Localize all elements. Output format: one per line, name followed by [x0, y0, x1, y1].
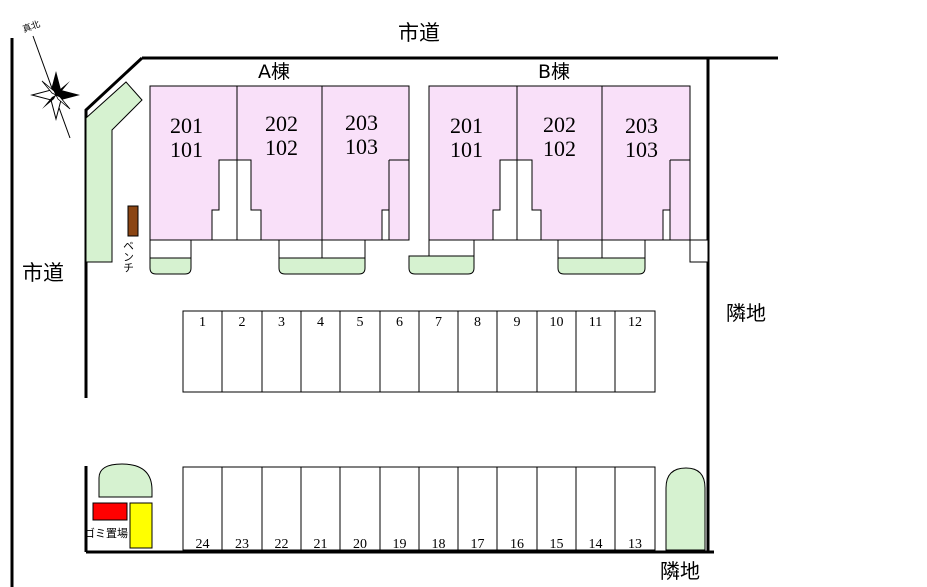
- building-b-label: B棟: [538, 61, 570, 83]
- parking-space: [418, 310, 459, 393]
- parking-space-number: 5: [357, 315, 364, 330]
- unit-number: 103: [345, 134, 378, 159]
- parking-space: [575, 466, 616, 551]
- parking-space: [182, 310, 223, 393]
- unit-number: 101: [450, 137, 483, 162]
- unit-number: 201: [170, 113, 203, 138]
- parking-space-number: 16: [510, 537, 524, 552]
- parking-space: [536, 310, 577, 393]
- unit-number: 103: [625, 137, 658, 162]
- unit-number: 101: [170, 137, 203, 162]
- unit-number: 102: [265, 135, 298, 160]
- unit-number: 201: [450, 113, 483, 138]
- parking-space-number: 19: [393, 537, 407, 552]
- parking-space-number: 8: [474, 315, 481, 330]
- parking-space-number: 3: [278, 315, 285, 330]
- building-b-unit-numbers: 201 101 202 102 203 103: [450, 112, 658, 162]
- building-a-label: A棟: [258, 61, 290, 83]
- parking-space-number: 2: [239, 315, 246, 330]
- parking-space-number: 13: [628, 537, 642, 552]
- parking-space-number: 12: [628, 315, 642, 330]
- parking-space-number: 20: [353, 537, 367, 552]
- site-boundary: [10, 38, 778, 587]
- building-a-entrance-1: [149, 239, 192, 259]
- parking-space-number: 24: [196, 537, 210, 552]
- parking-space-number: 6: [396, 315, 403, 330]
- parking-space: [339, 310, 381, 393]
- green-planter-b1: [408, 255, 475, 275]
- parking-space: [614, 310, 656, 393]
- parking-space-number: 14: [589, 537, 603, 552]
- green-strip-west: [85, 81, 143, 263]
- parking-space-number: 1: [199, 315, 206, 330]
- parking-space: [457, 310, 498, 393]
- parking-row-bottom: 24 23 22 21 20 19 18 17 16 15 14 13: [182, 466, 656, 552]
- building-b-side-step: [689, 239, 709, 263]
- parking-space: [182, 466, 223, 551]
- green-corner-southeast: [665, 467, 706, 551]
- parking-space-number: 17: [471, 537, 485, 552]
- unit-number: 203: [345, 110, 378, 135]
- parking-space: [221, 466, 263, 551]
- building-b: B棟 201 101 202 102 203 103: [428, 61, 709, 263]
- green-planter-b2: [557, 257, 646, 275]
- neighbor-label-east: 隣地: [726, 301, 766, 325]
- green-areas: [85, 81, 706, 551]
- parking-space: [457, 466, 498, 551]
- parking-space-number: 15: [550, 537, 564, 552]
- compass-rose-icon: [30, 71, 80, 121]
- unit-number: 202: [543, 112, 576, 137]
- green-planter-a1: [149, 257, 192, 275]
- parking-space-number: 21: [314, 537, 328, 552]
- bench-label: ベンチ: [122, 240, 135, 273]
- parking-space-number: 4: [317, 315, 324, 330]
- building-b-entrance-1: [428, 239, 475, 257]
- parking-space: [261, 310, 302, 393]
- parking-space-number: 22: [275, 537, 289, 552]
- building-b-outline: [428, 85, 691, 241]
- parking-space: [339, 466, 381, 551]
- parking-space-number: 7: [435, 315, 442, 330]
- parking-space: [614, 466, 656, 551]
- parking-space: [575, 310, 616, 393]
- parking-space: [496, 310, 538, 393]
- parking-space: [379, 466, 420, 551]
- parking-space: [300, 310, 341, 393]
- parking-space: [536, 466, 577, 551]
- north-compass: 真北: [21, 18, 80, 139]
- unit-number: 102: [543, 136, 576, 161]
- parking-space-number: 10: [550, 315, 564, 330]
- parking-space-number: 11: [589, 315, 602, 330]
- parking-space-number: 23: [235, 537, 249, 552]
- garbage-bin-red-icon: [92, 502, 128, 521]
- garbage-bin-yellow-icon: [129, 502, 153, 549]
- boundary-diagonal: [84, 56, 144, 398]
- green-planter-a2: [278, 257, 366, 275]
- building-a: A棟 201 101 202 102 203 103: [149, 61, 410, 259]
- garbage-label: ゴミ置場: [84, 526, 128, 540]
- parking-space: [221, 310, 263, 393]
- parking-space-number: 18: [432, 537, 446, 552]
- green-corner-southwest: [98, 463, 153, 498]
- unit-number: 202: [265, 111, 298, 136]
- unit-number: 203: [625, 113, 658, 138]
- road-label-north: 市道: [398, 21, 440, 45]
- neighbor-label-south: 隣地: [660, 559, 700, 583]
- bench-icon: [127, 205, 139, 237]
- compass-label: 真北: [21, 18, 42, 35]
- road-label-west: 市道: [22, 261, 64, 285]
- building-a-unit-numbers: 201 101 202 102 203 103: [170, 110, 378, 162]
- parking-space-number: 9: [514, 315, 521, 330]
- compass-needle: [32, 35, 71, 139]
- parking-space: [418, 466, 459, 551]
